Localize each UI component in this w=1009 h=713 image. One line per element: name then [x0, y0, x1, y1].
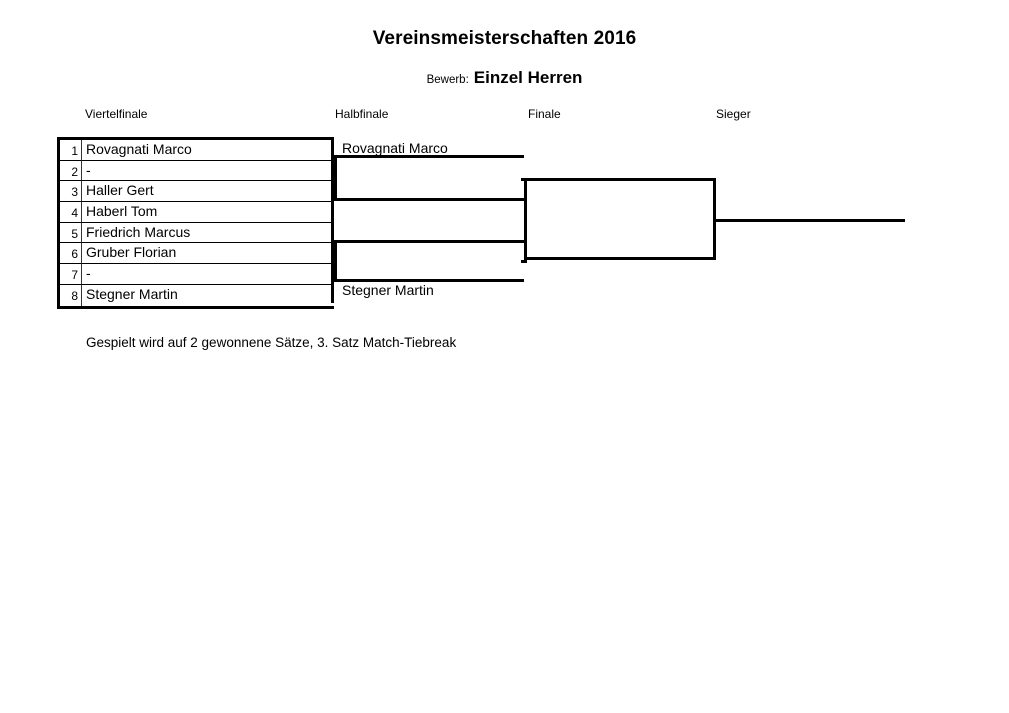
entrant-seed: 1	[60, 140, 82, 161]
bracket-entrant[interactable]: 1 Rovagnati Marco	[60, 140, 334, 161]
entrant-name: -	[82, 161, 334, 182]
tournament-bracket: 1 Rovagnati Marco 2 - 3 Haller Gert 4 Ha…	[57, 137, 905, 309]
bracket-entrant[interactable]: 4 Haberl Tom	[60, 202, 334, 223]
entrant-seed: 8	[60, 284, 82, 306]
connector-r1-spine	[331, 137, 334, 303]
round-header-final: Finale	[528, 107, 561, 121]
entrant-seed: 6	[60, 243, 82, 265]
entrant-name: Haller Gert	[82, 181, 334, 203]
event-line: Bewerb: Einzel Herren	[0, 68, 1009, 88]
entrant-seed: 2	[60, 160, 82, 182]
entrant-name: Friedrich Marcus	[82, 223, 334, 244]
final-match[interactable]	[524, 178, 716, 260]
entrant-name: Rovagnati Marco	[82, 140, 334, 161]
semifinal-bottom-winner: Stegner Martin	[342, 282, 434, 298]
round-header-winner: Sieger	[716, 107, 751, 121]
semifinal-top-winner: Rovagnati Marco	[342, 140, 448, 156]
entrant-name: -	[82, 264, 334, 285]
event-label: Bewerb:	[426, 74, 469, 86]
bracket-entrant[interactable]: 3 Haller Gert	[60, 181, 334, 203]
format-note: Gespielt wird auf 2 gewonnene Sätze, 3. …	[86, 335, 457, 350]
entrant-name: Gruber Florian	[82, 243, 334, 265]
page-title: Vereinsmeisterschaften 2016	[372, 28, 637, 49]
entrant-name: Stegner Martin	[86, 285, 178, 302]
entrant-seed: 3	[60, 181, 82, 203]
bracket-entrant[interactable]: 5 Friedrich Marcus	[60, 222, 334, 244]
event-value: Einzel Herren	[473, 68, 583, 87]
semifinal-match-bottom[interactable]: Stegner Martin	[334, 240, 524, 298]
bracket-entrant[interactable]: 8 Stegner Martin	[60, 284, 334, 306]
entrant-name: Haberl Tom	[82, 202, 334, 223]
round-header-quarterfinal: Viertelfinale	[85, 107, 148, 121]
connector-sf-bottom-out	[521, 260, 527, 263]
semifinal-match-top[interactable]: Rovagnati Marco	[334, 140, 524, 201]
entrant-seed: 5	[60, 222, 82, 244]
champion-line	[714, 219, 905, 222]
entrant-seed: 4	[60, 202, 82, 223]
entrant-seed: 7	[60, 264, 82, 285]
bracket-entrant[interactable]: 6 Gruber Florian	[60, 243, 334, 265]
bracket-entrant[interactable]: 2 -	[60, 160, 334, 182]
round-header-semifinal: Halbfinale	[335, 107, 389, 121]
bracket-entrant[interactable]: 7 -	[60, 264, 334, 285]
quarterfinal-entrant-list: 1 Rovagnati Marco 2 - 3 Haller Gert 4 Ha…	[57, 137, 334, 309]
